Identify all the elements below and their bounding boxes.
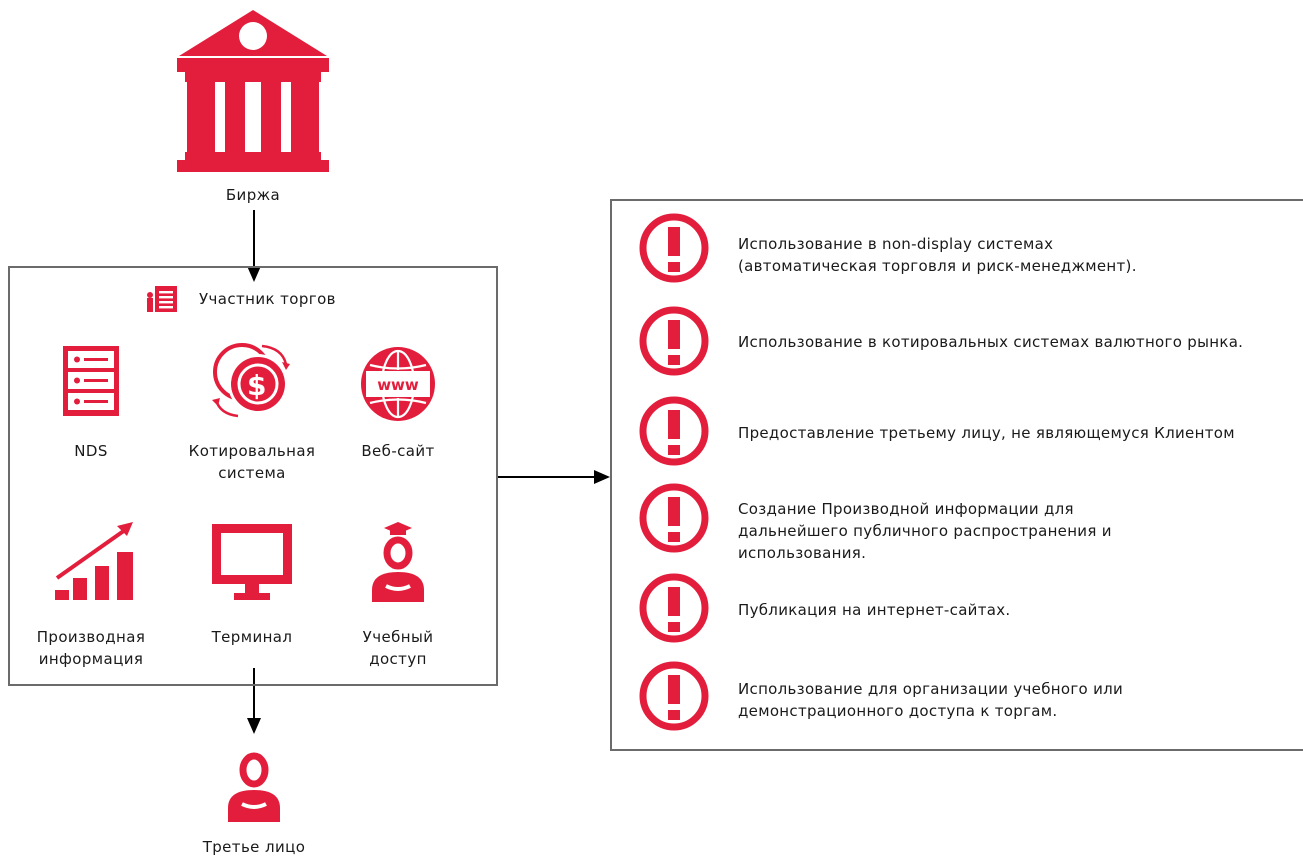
growth-chart-icon [55, 522, 133, 600]
item-training-access-label: Учебный доступ [362, 628, 434, 668]
svg-text:$: $ [247, 369, 266, 402]
person-icon [228, 752, 280, 822]
monitor-icon [212, 524, 292, 600]
item-nds-label: NDS [74, 442, 108, 460]
item-derived-info-label: Производная информация [36, 628, 146, 668]
restriction-text: Использование в котировальных системах в… [738, 333, 1244, 351]
warning-icon [639, 306, 709, 376]
arrow-head-third-party [247, 718, 261, 734]
svg-text:www: www [377, 376, 419, 394]
student-icon [372, 522, 424, 602]
third-party-label: Третье лицо [202, 838, 306, 856]
www-globe-icon: www [361, 347, 435, 421]
restriction-text: Создание Производной информации для даль… [738, 500, 1112, 562]
restriction-text: Использование в non-display системах (ав… [738, 235, 1137, 275]
item-website-label: Веб-сайт [361, 442, 435, 460]
warning-icon [639, 396, 709, 466]
participant-label: Участник торгов [199, 290, 336, 308]
arrow-head-restrictions [594, 470, 610, 484]
currency-exchange-icon: € $ [212, 343, 290, 418]
restriction-text: Предоставление третьему лицу, не являюще… [738, 424, 1235, 442]
warning-icon [639, 483, 709, 553]
participant-box [8, 266, 498, 686]
server-icon [63, 346, 119, 416]
building-icon [147, 286, 177, 312]
bank-icon [177, 10, 329, 172]
warning-icon [639, 213, 709, 283]
item-terminal-label: Терминал [211, 628, 293, 646]
item-quotation-system-label: Котировальная система [188, 442, 316, 482]
restrictions-box [610, 199, 1303, 751]
restriction-text: Использование для организации учебного и… [738, 680, 1124, 720]
warning-icon [639, 661, 709, 731]
warning-icon [639, 573, 709, 643]
exchange-label: Биржа [225, 186, 281, 204]
arrow-head-exchange [247, 266, 261, 282]
restriction-text: Публикация на интернет-сайтах. [738, 601, 1011, 619]
